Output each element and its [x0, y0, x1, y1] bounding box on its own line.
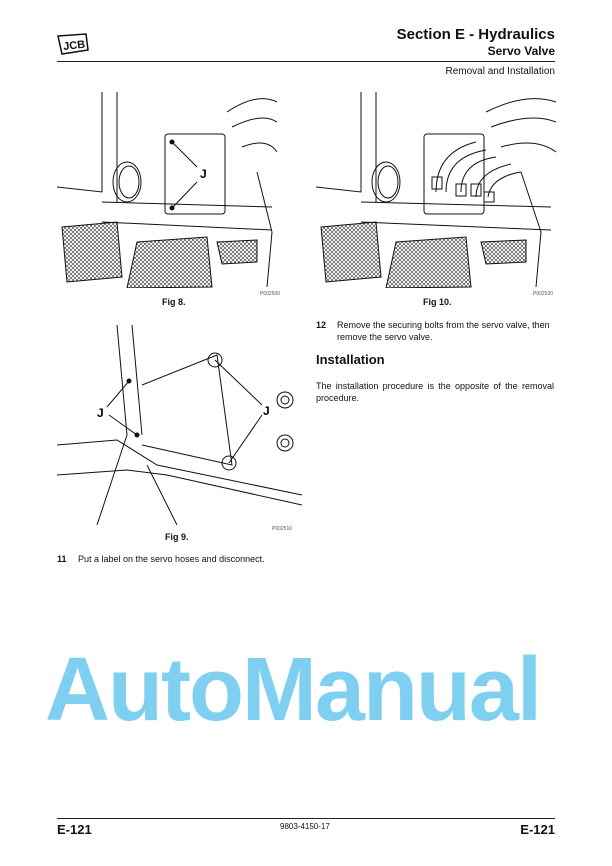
- fig-9-code: P002510: [272, 526, 293, 532]
- fig-10-illustration: [316, 92, 556, 288]
- fig-8-caption: Fig 8.: [162, 297, 186, 307]
- footer-page-right: E-121: [520, 822, 555, 837]
- fig-9-callout-j-right: J: [263, 404, 270, 418]
- step-number: 12: [316, 320, 327, 330]
- step-12: 12 Remove the securing bolts from the se…: [316, 319, 556, 345]
- fig-8-illustration: J: [57, 92, 277, 288]
- step-text-line2: remove the servo valve.: [337, 332, 433, 342]
- footer-divider: [57, 818, 555, 819]
- subsection-title: Servo Valve: [487, 44, 555, 58]
- section-title: Section E - Hydraulics: [396, 26, 555, 43]
- jcb-logo: JCB: [57, 33, 89, 55]
- step-11: 11 Put a label on the servo hoses and di…: [57, 553, 297, 567]
- topic-title: Removal and Installation: [445, 66, 555, 77]
- installation-text: The installation procedure is the opposi…: [316, 381, 554, 403]
- footer-doc-number: 9803-4150-17: [280, 822, 330, 831]
- fig-8-code: P002500: [260, 291, 281, 297]
- step-text: Put a label on the servo hoses and disco…: [78, 554, 265, 564]
- installation-heading: Installation: [316, 352, 385, 367]
- fig-10-code: P002520: [533, 291, 554, 297]
- step-text-line1: Remove the securing bolts from the servo…: [337, 320, 550, 330]
- svg-text:JCB: JCB: [63, 39, 86, 53]
- fig-9-callout-j-left: J: [97, 406, 104, 420]
- step-number: 11: [57, 554, 67, 564]
- header-divider: [57, 61, 555, 62]
- watermark: AutoManual: [45, 640, 542, 740]
- fig-9-illustration: J J: [57, 325, 302, 525]
- fig-9-caption: Fig 9.: [165, 532, 189, 542]
- footer-page-left: E-121: [57, 822, 92, 837]
- fig-10-caption: Fig 10.: [423, 297, 452, 307]
- fig-8-callout-j: J: [200, 167, 207, 181]
